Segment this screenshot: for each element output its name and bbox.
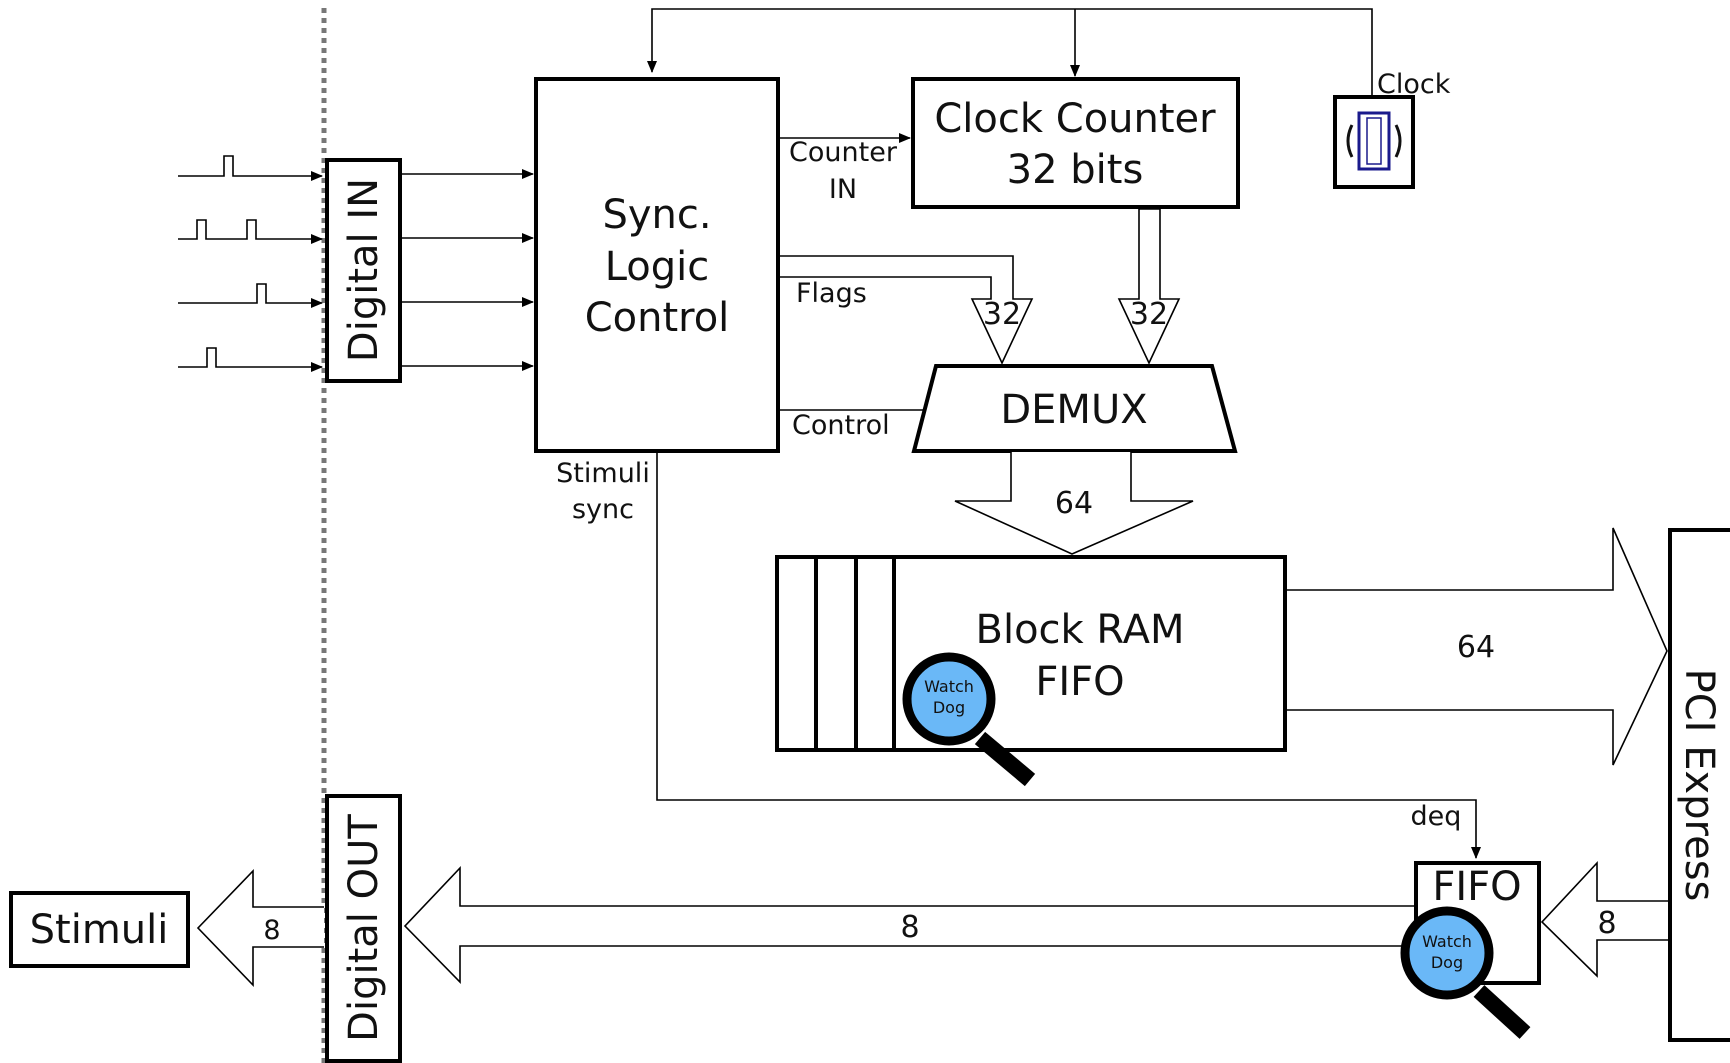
clock-label: Clock bbox=[1377, 69, 1451, 100]
digital-out-block: Digital OUT bbox=[325, 794, 402, 1063]
digital-out-label: Digital OUT bbox=[341, 814, 387, 1042]
stimuli-sync-line1: Stimuli bbox=[556, 458, 650, 489]
block-ram-line1: Block RAM bbox=[976, 607, 1185, 653]
watchdog-icon bbox=[902, 652, 996, 746]
clock-oscillator: Clock bbox=[1333, 69, 1451, 189]
sync-label-line2: Logic bbox=[605, 244, 710, 290]
pci-express-block: PCI Express bbox=[1668, 528, 1730, 1042]
stimuli-block: Stimuli bbox=[9, 891, 190, 968]
sync-label-line1: Sync. bbox=[602, 192, 711, 238]
watchdog1-line1: Watch bbox=[924, 677, 974, 696]
clock-distribution-wires bbox=[647, 8, 1373, 96]
demux-label: DEMUX bbox=[1000, 387, 1147, 433]
flags-bus-width: 32 bbox=[983, 297, 1021, 332]
clock-counter-line1: Clock Counter bbox=[934, 96, 1216, 142]
block-ram-fifo: Block RAM FIFO bbox=[775, 555, 1287, 752]
out-to-stimuli-width: 8 bbox=[263, 915, 280, 946]
flags-bus: 32 Flags bbox=[780, 255, 1034, 365]
watchdog1-line2: Dog bbox=[933, 698, 965, 717]
fifo-to-out-bus: 8 bbox=[403, 865, 1414, 984]
pci-to-fifo-bus: 8 bbox=[1540, 860, 1668, 978]
demux-out-width: 64 bbox=[1055, 486, 1093, 521]
counter-in-label-line2: IN bbox=[829, 174, 857, 205]
sync-label-line3: Control bbox=[585, 295, 730, 341]
ram-to-pci-bus: 64 bbox=[1287, 527, 1668, 766]
digital-in-label: Digital IN bbox=[341, 178, 387, 362]
ram-to-pci-width: 64 bbox=[1457, 630, 1495, 665]
stimuli-sync-line2: sync bbox=[572, 494, 634, 525]
pci-express-label: PCI Express bbox=[1676, 669, 1722, 902]
counter-bus-width: 32 bbox=[1130, 297, 1168, 332]
digital-in-block: Digital IN bbox=[325, 158, 402, 383]
control-label: Control bbox=[792, 410, 890, 441]
watchdog2-line1: Watch bbox=[1422, 932, 1472, 951]
fifo-to-out-width: 8 bbox=[900, 910, 919, 945]
digital-in-to-sync-wires bbox=[402, 169, 534, 371]
pci-to-fifo-width: 8 bbox=[1597, 906, 1616, 941]
watchdog2-line2: Dog bbox=[1431, 953, 1463, 972]
clock-counter-line2: 32 bits bbox=[1007, 147, 1144, 193]
clock-counter-block: Clock Counter 32 bits bbox=[911, 77, 1240, 209]
block-ram-line2: FIFO bbox=[1035, 659, 1124, 705]
flags-label: Flags bbox=[796, 278, 867, 309]
deq-label: deq bbox=[1411, 801, 1462, 832]
watchdog-magnifier-fifo: Watch Dog bbox=[1400, 906, 1531, 1039]
watchdog-icon bbox=[1400, 906, 1494, 1000]
out-to-stimuli-bus: 8 bbox=[196, 869, 324, 987]
output-fifo-label: FIFO bbox=[1432, 864, 1521, 910]
demux-block: DEMUX bbox=[911, 364, 1238, 453]
stimuli-label: Stimuli bbox=[30, 907, 169, 953]
counter-in-label-line1: Counter bbox=[789, 137, 898, 168]
demux-to-ram-bus: 64 bbox=[954, 452, 1194, 555]
counter-bus: 32 bbox=[1117, 208, 1181, 365]
sync-logic-control-block: Sync. Logic Control bbox=[534, 77, 780, 453]
input-waveforms bbox=[178, 155, 323, 372]
control-signal: Control bbox=[779, 405, 938, 441]
counter-in-signal: Counter IN bbox=[779, 133, 911, 205]
stimuli-sync-signal: Stimuli sync deq bbox=[556, 452, 1481, 859]
watchdog-magnifier-ram: Watch Dog bbox=[902, 652, 1036, 787]
